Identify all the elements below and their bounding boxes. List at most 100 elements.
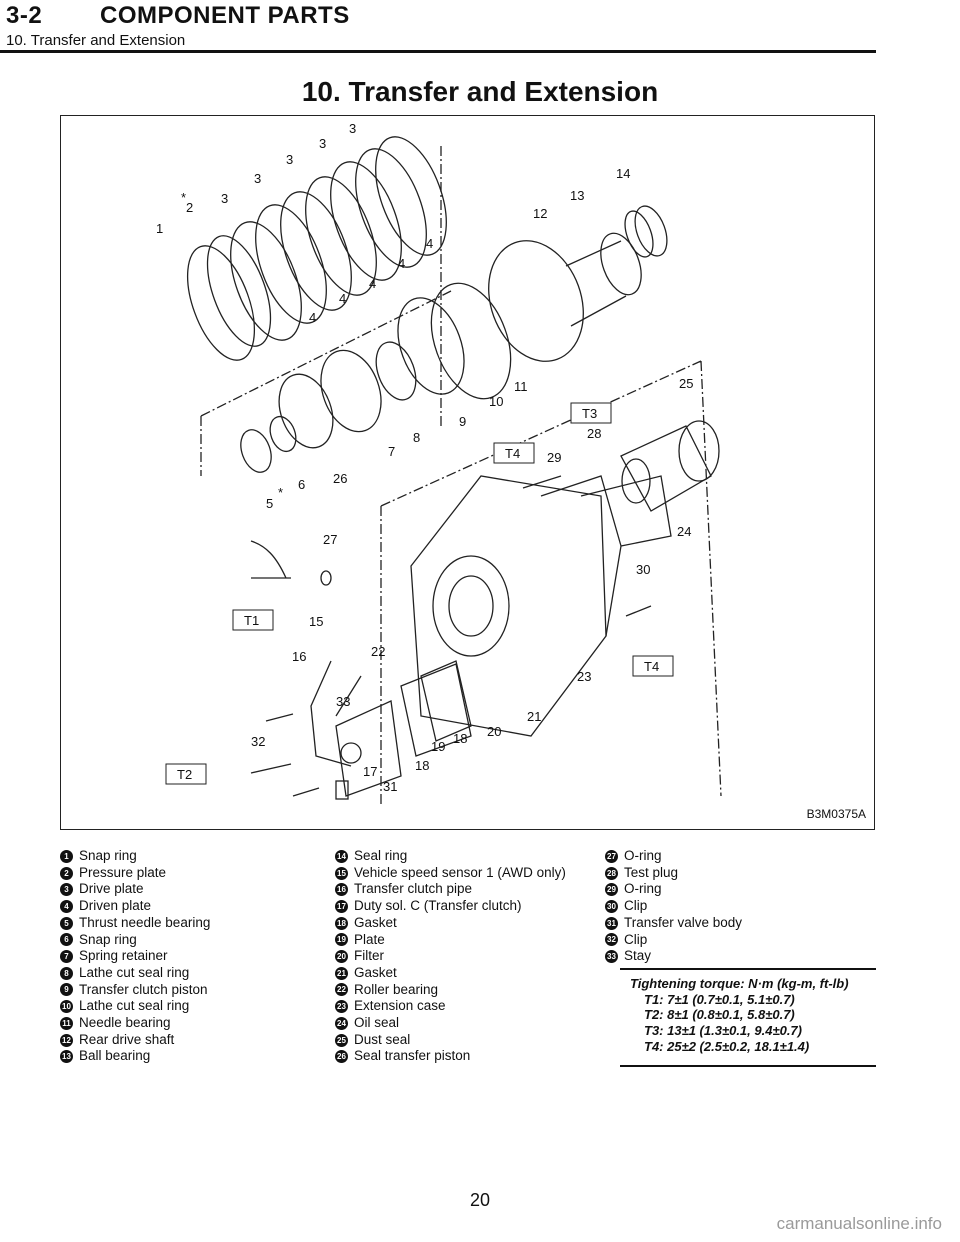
svg-text:28: 28 <box>587 426 601 441</box>
svg-text:5: 5 <box>266 496 273 511</box>
svg-text:23: 23 <box>577 669 591 684</box>
figure-code: B3M0375A <box>806 807 866 821</box>
svg-text:26: 26 <box>333 471 347 486</box>
svg-text:9: 9 <box>459 414 466 429</box>
torque-line: T1: 7±1 (0.7±0.1, 5.1±0.7) <box>644 991 795 1007</box>
svg-text:T2: T2 <box>177 767 192 782</box>
svg-text:T4: T4 <box>644 659 659 674</box>
svg-text:11: 11 <box>514 379 528 394</box>
svg-text:4: 4 <box>309 310 316 325</box>
svg-text:18: 18 <box>415 758 429 773</box>
torque-line: T4: 25±2 (2.5±0.2, 18.1±1.4) <box>644 1038 810 1054</box>
svg-text:3: 3 <box>254 171 261 186</box>
page-number: 20 <box>469 1190 491 1210</box>
svg-text:4: 4 <box>339 291 346 306</box>
svg-text:3: 3 <box>286 152 293 167</box>
svg-text:4: 4 <box>369 276 376 291</box>
svg-text:*: * <box>181 190 186 205</box>
watermark: carmanualsonline.info <box>776 1214 942 1233</box>
svg-text:24: 24 <box>677 524 691 539</box>
svg-text:4: 4 <box>398 256 405 271</box>
subsection-title: 10. Transfer and Extension <box>6 32 186 49</box>
torque-spec-box: Tightening torque: N·m (kg-m, ft-lb) T1:… <box>620 968 876 1067</box>
svg-text:12: 12 <box>533 206 547 221</box>
svg-text:29: 29 <box>547 450 561 465</box>
svg-text:32: 32 <box>251 734 265 749</box>
svg-text:2: 2 <box>186 200 193 215</box>
torque-line: T3: 13±1 (1.3±0.1, 9.4±0.7) <box>644 1023 802 1039</box>
svg-text:1: 1 <box>156 221 163 236</box>
svg-text:25: 25 <box>679 376 693 391</box>
svg-text:13: 13 <box>570 188 584 203</box>
svg-text:22: 22 <box>371 644 385 659</box>
svg-text:33: 33 <box>336 694 350 709</box>
svg-text:30: 30 <box>636 562 650 577</box>
svg-text:14: 14 <box>616 166 630 181</box>
svg-text:7: 7 <box>388 444 395 459</box>
svg-text:16: 16 <box>292 649 306 664</box>
svg-text:3: 3 <box>319 136 326 151</box>
svg-text:17: 17 <box>363 764 377 779</box>
svg-text:6: 6 <box>298 477 305 492</box>
page-title: 10. Transfer and Extension <box>301 76 659 107</box>
section-number: 3-2 <box>6 2 43 29</box>
svg-text:8: 8 <box>413 430 420 445</box>
svg-text:4: 4 <box>426 236 433 251</box>
svg-text:19: 19 <box>431 739 445 754</box>
svg-text:10: 10 <box>489 394 503 409</box>
svg-text:20: 20 <box>487 724 501 739</box>
torque-line: T2: 8±1 (0.8±0.1, 5.8±0.7) <box>644 1007 795 1023</box>
svg-text:*: * <box>278 485 283 500</box>
svg-text:T3: T3 <box>582 406 597 421</box>
torque-boxes: T3 T4 T1 T4 T2 <box>165 402 674 785</box>
svg-text:21: 21 <box>527 709 541 724</box>
svg-text:15: 15 <box>309 614 323 629</box>
svg-text:3: 3 <box>221 191 228 206</box>
svg-text:T4: T4 <box>505 446 520 461</box>
header-rule <box>0 50 876 53</box>
section-title: COMPONENT PARTS <box>100 2 350 29</box>
svg-text:27: 27 <box>323 532 337 547</box>
torque-heading: Tightening torque: N·m (kg-m, ft-lb) <box>630 976 849 991</box>
svg-text:31: 31 <box>383 779 397 794</box>
svg-text:3: 3 <box>349 121 356 136</box>
